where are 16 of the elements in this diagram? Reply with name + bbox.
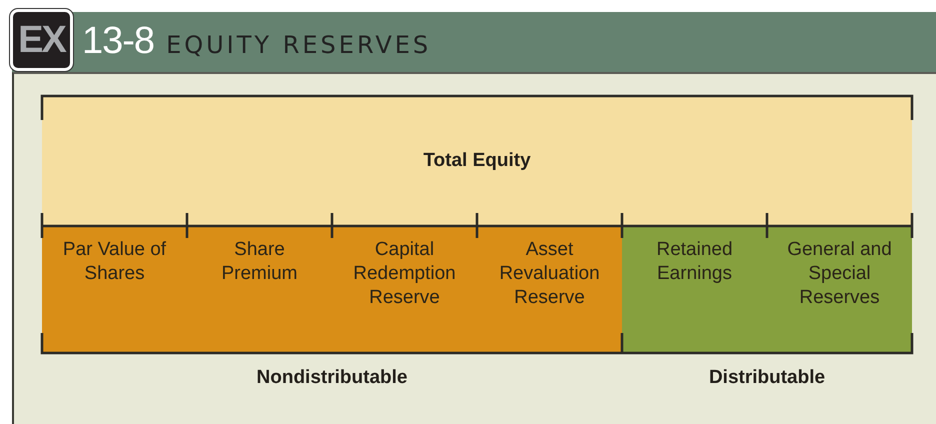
group-label: Distributable — [708, 367, 826, 389]
segment-label: General and Special Reserves — [786, 238, 893, 310]
segment-label: Par Value of Shares — [62, 238, 168, 286]
equity-segment — [622, 226, 767, 353]
segment-label: Asset Revaluation Reserve — [498, 238, 601, 310]
equity-segment — [477, 226, 622, 353]
segment-label: Total Equity — [423, 150, 531, 172]
equity-segment — [767, 226, 912, 353]
segment-label: Retained Earnings — [655, 238, 734, 286]
segment-label: Share Premium — [220, 238, 298, 286]
segment-label: Capital Redemption Reserve — [352, 238, 457, 310]
equity-segment — [42, 226, 187, 353]
group-label: Nondistributable — [256, 367, 408, 389]
badge: EX — [10, 9, 73, 71]
exhibit-title: 13-8 EQUITY RESERVES — [82, 20, 432, 64]
equity-band — [42, 96, 912, 226]
